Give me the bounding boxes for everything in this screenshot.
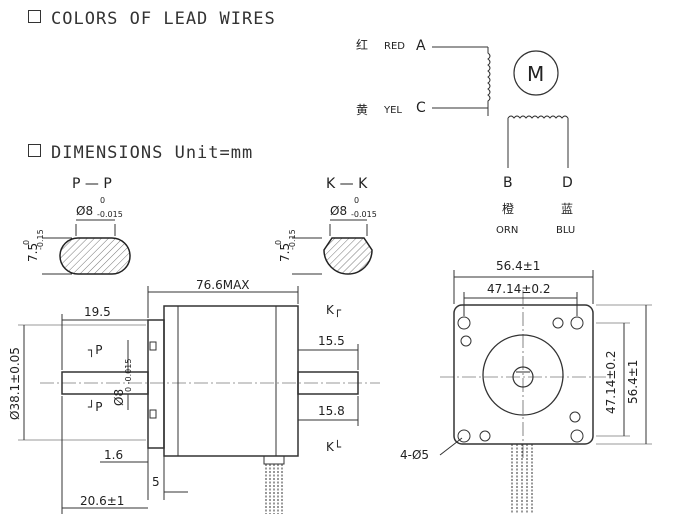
kk-flat-up: 0: [274, 239, 283, 245]
pp-shaft-dia-up: 0: [100, 196, 106, 205]
dim-boss-length: 5: [152, 475, 160, 489]
dim-shaft-dia-tol: 0 -0.015: [124, 358, 133, 392]
dim-front-height: 56.4±1: [626, 359, 640, 404]
dim-flat-top: 15.5: [318, 334, 345, 348]
dim-shaft-length: 19.5: [84, 305, 111, 319]
terminal-d: D: [562, 175, 573, 191]
motor-symbol-label: M: [527, 62, 545, 86]
kk-section: [292, 219, 373, 275]
kk-shaft-dia-up: 0: [354, 196, 360, 205]
dim-mounting-holes: 4-Ø5: [400, 448, 430, 462]
coil-bd: [507, 115, 569, 119]
coil-ac: [487, 47, 491, 116]
pp-shaft-dia: Ø8: [76, 204, 94, 218]
terminal-c: C: [416, 100, 426, 116]
lead-wires-title-text: COLORS OF LEAD WIRES: [51, 9, 276, 29]
dimensions-title: DIMENSIONS Unit=mm: [28, 143, 253, 163]
section-marker-k-top: K┌: [326, 303, 342, 317]
wire-orn-name: ORN: [496, 225, 519, 236]
pp-flat-low: -0.15: [36, 229, 45, 250]
wire-yel-zh: 黄: [356, 103, 369, 117]
terminal-a: A: [416, 38, 426, 54]
wire-blu-zh: 蓝: [561, 202, 574, 216]
pp-flat-up: 0: [22, 239, 31, 245]
kk-section-label: K — K: [326, 176, 368, 192]
kk-flat-low: -0.15: [288, 229, 297, 250]
wire-red-name: RED: [384, 41, 405, 52]
dim-hole-spacing-h: 47.14±0.2: [487, 282, 551, 296]
dim-flat-bottom: 15.8: [318, 404, 345, 418]
wire-yel-name: YEL: [384, 105, 402, 116]
dim-total-shaft: 20.6±1: [80, 494, 125, 508]
kk-shaft-dia: Ø8: [330, 204, 348, 218]
section-marker-k-bottom: K└: [326, 440, 342, 454]
section-marker-p-bottom: ┘P: [88, 400, 103, 414]
wire-blu-name: BLU: [556, 225, 576, 236]
wire-orn-zh: 橙: [502, 202, 515, 216]
section-marker-p-top: ┐P: [88, 343, 103, 357]
dim-length-max: 76.6MAX: [196, 278, 250, 292]
kk-shaft-dia-low: -0.015: [351, 210, 377, 219]
lead-wires-title: COLORS OF LEAD WIRES: [28, 9, 276, 29]
dimensions-title-text: DIMENSIONS Unit=mm: [51, 143, 254, 163]
dim-flange-thickness: 1.6: [104, 448, 124, 462]
pp-section-label: P — P: [72, 176, 112, 192]
terminal-b: B: [503, 175, 513, 191]
wiring-diagram: [432, 46, 569, 168]
dim-hole-spacing-v: 47.14±0.2: [604, 350, 618, 415]
pp-section: [42, 219, 131, 275]
checkbox-square-icon: [28, 10, 41, 23]
dim-flange-dia: Ø38.1±0.05: [8, 347, 22, 420]
pp-shaft-dia-low: -0.015: [97, 210, 123, 219]
front-view: [439, 270, 652, 514]
wire-red-zh: 红: [356, 38, 369, 52]
motor-symbol-circle: [513, 50, 559, 96]
checkbox-square-icon: [28, 144, 41, 157]
dim-front-width: 56.4±1: [496, 259, 541, 273]
side-view: [18, 286, 380, 514]
